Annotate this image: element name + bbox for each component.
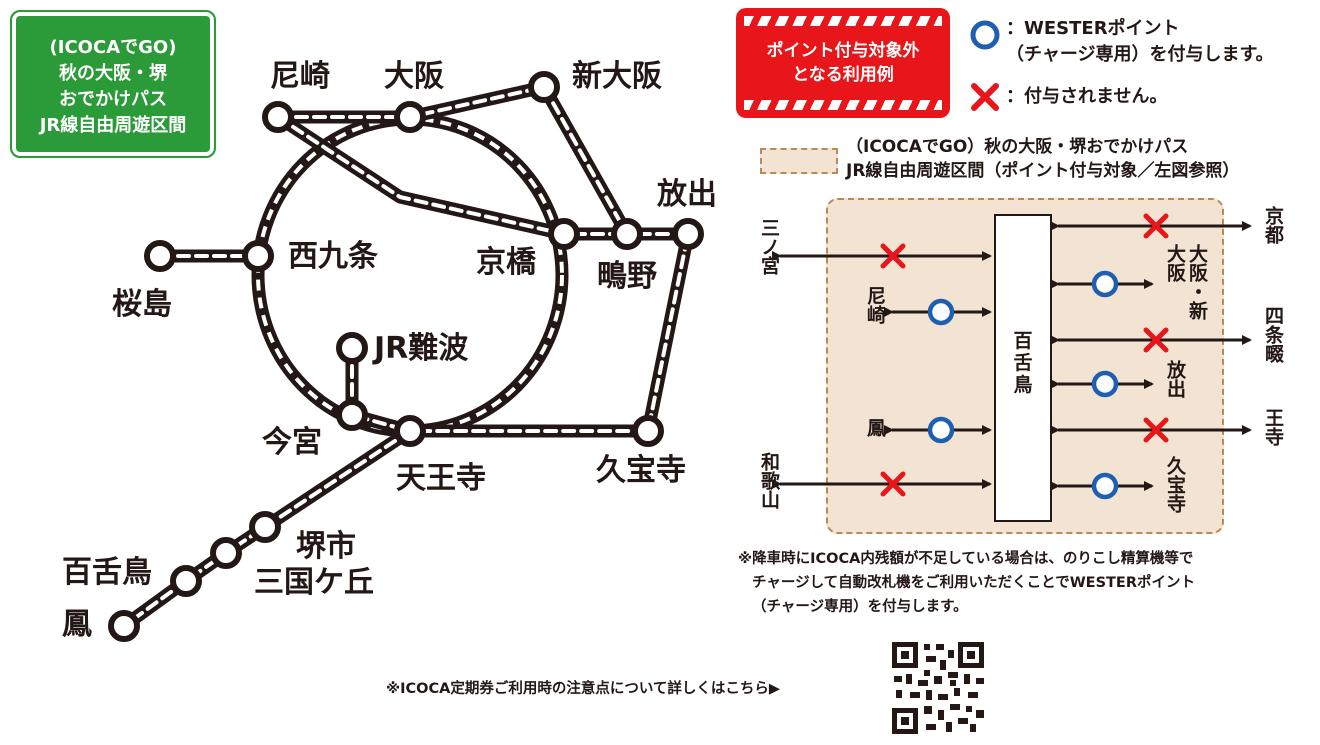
dest-kyoto: 京都: [1262, 206, 1284, 244]
station-sakurajima: 桜島: [112, 287, 172, 322]
station-imamiya: 今宮: [262, 425, 322, 460]
station-osaka: 大阪: [384, 59, 444, 94]
station-kyuhoji: 久宝寺: [596, 453, 686, 488]
station-shigino: 鴫野: [597, 259, 657, 294]
station-amagasaki: 尼崎: [270, 59, 330, 94]
title-line-2: 秋の大阪・堺: [59, 63, 167, 84]
free-area-title-box: (ICOCAでGO) 秋の大阪・堺 おでかけパス JR線自由周遊区間: [10, 10, 216, 158]
title-line-4: JR線自由周遊区間: [39, 115, 187, 136]
station-nishikujo: 西九条: [288, 239, 378, 274]
center-station-box: [994, 214, 1052, 522]
center-station-label: 百舌鳥: [1013, 330, 1033, 396]
note-shortfall-1: ※降車時にICOCA内残額が不足している場合は、のりこし精算機等で: [738, 551, 1194, 567]
dest-amagasaki: 尼崎: [864, 286, 886, 324]
non-eligible-badge: ポイント付与対象外 となる利用例: [736, 8, 950, 118]
station-shin-osaka: 新大阪: [572, 59, 662, 94]
note-shortfall-2: チャージして自動改札機をご利用いただくことでWESTERポイント: [752, 575, 1195, 591]
badge-line-1: ポイント付与対象外: [766, 41, 920, 61]
cross-icon: [971, 83, 999, 111]
dest-otori: 鳳: [864, 418, 886, 437]
dest-kyuhoji: 久宝寺: [1164, 456, 1186, 513]
note-shortfall-3: （チャージ専用）を付与します。: [752, 599, 968, 615]
note-commuter-pass-link[interactable]: ※ICOCA定期券ご利用時の注意点について詳しくはこちら▶: [386, 681, 781, 697]
title-line-1: (ICOCAでGO): [49, 37, 177, 58]
dest-wakayama: 和歌山: [758, 452, 780, 509]
station-tennoji: 天王寺: [396, 461, 486, 496]
legend-circle-line-2: （チャージ専用）を付与します。: [1006, 44, 1274, 65]
station-mozu: 百舌鳥: [62, 555, 152, 590]
badge-stripe-bottom: [744, 100, 942, 110]
legend-cross-text: ：付与されません。: [1006, 86, 1168, 107]
dest-shijonawate: 四条畷: [1262, 306, 1284, 363]
station-sakaishi: 堺市: [296, 529, 356, 564]
dest-sannomiya: 三ノ宮: [758, 218, 780, 275]
area-swatch: [760, 148, 838, 174]
title-line-3: おでかけパス: [59, 89, 167, 110]
station-jr-namba: JR難波: [374, 331, 469, 366]
badge-stripe-top: [744, 16, 942, 26]
station-mikunigaoka: 三国ケ丘: [254, 565, 374, 600]
dest-osaka-shin-osaka: 大阪・新大阪: [1164, 244, 1208, 320]
route-map: [108, 71, 704, 642]
dest-hanaten: 放出: [1164, 360, 1186, 398]
circle-icon: [970, 20, 1000, 50]
example-arrows: [772, 213, 1252, 500]
legend-circle-line-1: ：WESTERポイント: [1006, 18, 1180, 39]
station-kyobashi: 京橋: [476, 245, 536, 280]
dest-oji: 王寺: [1262, 408, 1284, 446]
station-markers: [108, 71, 704, 642]
station-hanaten: 放出: [657, 177, 717, 212]
badge-line-2: となる利用例: [792, 65, 894, 85]
legend-area-line-2: JR線自由周遊区間（ポイント付与対象／左図参照）: [846, 161, 1240, 181]
qr-code-icon[interactable]: [890, 640, 986, 736]
station-otori: 鳳: [62, 607, 92, 642]
legend-area-line-1: （ICOCAでGO）秋の大阪・堺おでかけパス: [846, 137, 1189, 157]
